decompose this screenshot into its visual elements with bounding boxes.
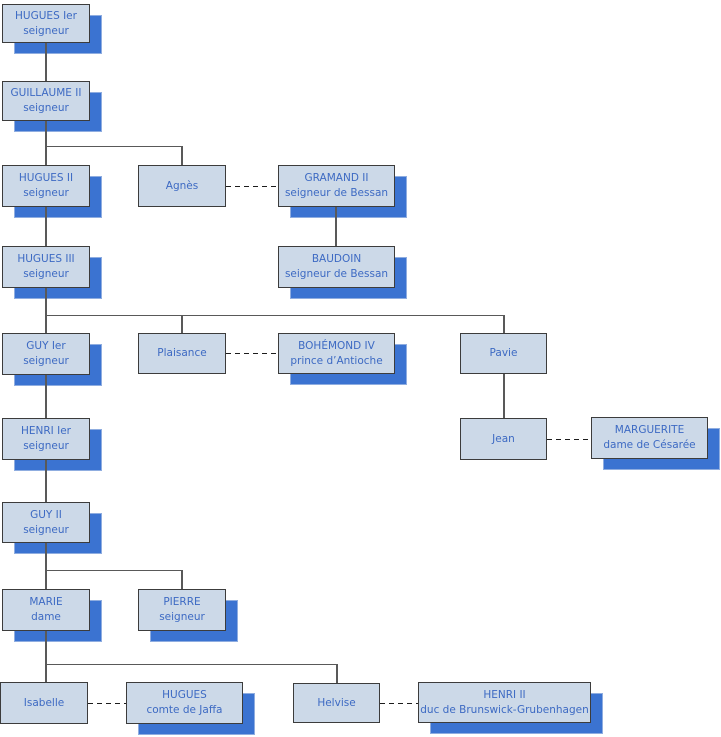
person-title: prince d’Antioche bbox=[290, 354, 383, 367]
person-name: Plaisance bbox=[157, 347, 207, 359]
person-helvise[interactable]: Helvise bbox=[293, 683, 380, 723]
drop-line-pavie bbox=[503, 315, 505, 333]
descent-line-hugues3-guy1er bbox=[45, 288, 47, 333]
sibling-branch-plaisance-pavie bbox=[45, 315, 505, 316]
person-hugues-iii[interactable]: HUGUES III seigneur bbox=[2, 246, 102, 299]
person-hugues-jaffa[interactable]: HUGUES comte de Jaffa bbox=[126, 682, 255, 735]
drop-line-agnes bbox=[181, 146, 183, 165]
marriage-line-helvise-henri2 bbox=[380, 703, 418, 704]
person-title: seigneur bbox=[23, 268, 69, 280]
person-guillaume-ii[interactable]: GUILLAUME II seigneur bbox=[2, 81, 102, 132]
person-name: Agnès bbox=[165, 179, 199, 192]
person-name: BOHÉMOND IV bbox=[298, 339, 375, 352]
person-name: HENRI II bbox=[483, 688, 526, 701]
person-title: seigneur bbox=[23, 24, 69, 37]
person-title: dame bbox=[31, 611, 61, 623]
descent-line-marie-isabelle bbox=[45, 631, 47, 682]
person-name: MARGUERITE bbox=[614, 424, 685, 436]
person-name: HUGUES III bbox=[17, 253, 75, 265]
person-jean[interactable]: Jean bbox=[460, 418, 547, 460]
person-title: seigneur bbox=[23, 102, 69, 114]
person-title: dame de Césarée bbox=[603, 439, 696, 451]
person-name: GUY II bbox=[30, 508, 62, 521]
person-name: GUILLAUME II bbox=[10, 87, 82, 99]
marriage-line-jean-marguerite bbox=[547, 439, 591, 440]
person-hugues-ii[interactable]: HUGUES II seigneur bbox=[2, 165, 102, 218]
person-guy-ii[interactable]: GUY II seigneur bbox=[2, 502, 102, 554]
marriage-line-agnes-gramand2 bbox=[226, 186, 278, 187]
person-title: seigneur de Bessan bbox=[284, 268, 389, 280]
person-title: seigneur de Bessan bbox=[284, 187, 389, 199]
sibling-branch-pierre bbox=[45, 570, 183, 571]
person-agnes[interactable]: Agnès bbox=[138, 165, 226, 207]
person-name: Pavie bbox=[489, 347, 518, 359]
person-name: BAUDOIN bbox=[311, 253, 362, 265]
person-baudoin[interactable]: BAUDOIN seigneur de Bessan bbox=[278, 246, 407, 299]
person-title: duc de Brunswick-Grubenhagen bbox=[420, 703, 589, 716]
person-title: seigneur bbox=[23, 523, 69, 536]
person-title: seigneur bbox=[23, 440, 69, 452]
person-guy-ier[interactable]: GUY Ier seigneur bbox=[2, 333, 102, 386]
person-name: HUGUES Ier bbox=[15, 9, 77, 22]
person-gramand-ii[interactable]: GRAMAND II seigneur de Bessan bbox=[278, 165, 407, 218]
person-name: MARIE bbox=[29, 596, 63, 608]
person-name: PIERRE bbox=[163, 596, 201, 608]
person-title: seigneur bbox=[23, 187, 69, 199]
person-plaisance[interactable]: Plaisance bbox=[138, 333, 226, 374]
person-pavie[interactable]: Pavie bbox=[460, 333, 547, 374]
marriage-line-isabelle-hugues bbox=[88, 703, 126, 704]
descent-line-guy1er-henri1er bbox=[45, 375, 47, 418]
person-henri-ier[interactable]: HENRI Ier seigneur bbox=[2, 418, 102, 471]
descent-line-hugues2-hugues3 bbox=[45, 207, 47, 246]
drop-line-plaisance bbox=[181, 315, 183, 333]
person-name: GRAMAND II bbox=[304, 172, 369, 184]
person-isabelle[interactable]: Isabelle bbox=[0, 682, 88, 724]
person-title: seigneur bbox=[159, 611, 205, 623]
drop-line-pierre bbox=[181, 570, 183, 589]
person-name: GUY Ier bbox=[26, 340, 66, 352]
person-marie[interactable]: MARIE dame bbox=[2, 589, 102, 642]
descent-line-henri1er-guy2 bbox=[45, 460, 47, 502]
marriage-line-plaisance-bohemond4 bbox=[226, 353, 278, 354]
descent-line-gramand2-baudoin bbox=[335, 207, 337, 246]
descent-line-guy2-marie bbox=[45, 543, 47, 589]
person-name: HUGUES bbox=[162, 689, 207, 701]
descent-line-guillaume2-hugues2 bbox=[45, 121, 47, 165]
person-title: comte de Jaffa bbox=[146, 704, 223, 716]
person-marguerite[interactable]: MARGUERITE dame de Césarée bbox=[591, 417, 720, 470]
drop-line-helvise bbox=[336, 664, 338, 683]
person-name: HENRI Ier bbox=[21, 425, 71, 437]
person-name: Jean bbox=[492, 432, 515, 445]
person-henri-ii[interactable]: HENRI II duc de Brunswick-Grubenhagen bbox=[418, 682, 603, 734]
sibling-branch-agnes bbox=[45, 146, 183, 147]
person-title: seigneur bbox=[23, 355, 69, 367]
sibling-branch-helvise bbox=[45, 664, 338, 665]
person-name: Helvise bbox=[317, 696, 356, 709]
descent-line-hugues1er-guillaume2 bbox=[45, 43, 47, 81]
person-hugues-ier[interactable]: HUGUES Ier seigneur bbox=[2, 4, 102, 54]
person-bohemond-iv[interactable]: BOHÉMOND IV prince d’Antioche bbox=[278, 333, 407, 385]
person-name: Isabelle bbox=[23, 696, 65, 709]
person-pierre[interactable]: PIERRE seigneur bbox=[138, 589, 238, 642]
descent-line-pavie-jean bbox=[503, 374, 505, 418]
person-name: HUGUES II bbox=[18, 172, 74, 184]
